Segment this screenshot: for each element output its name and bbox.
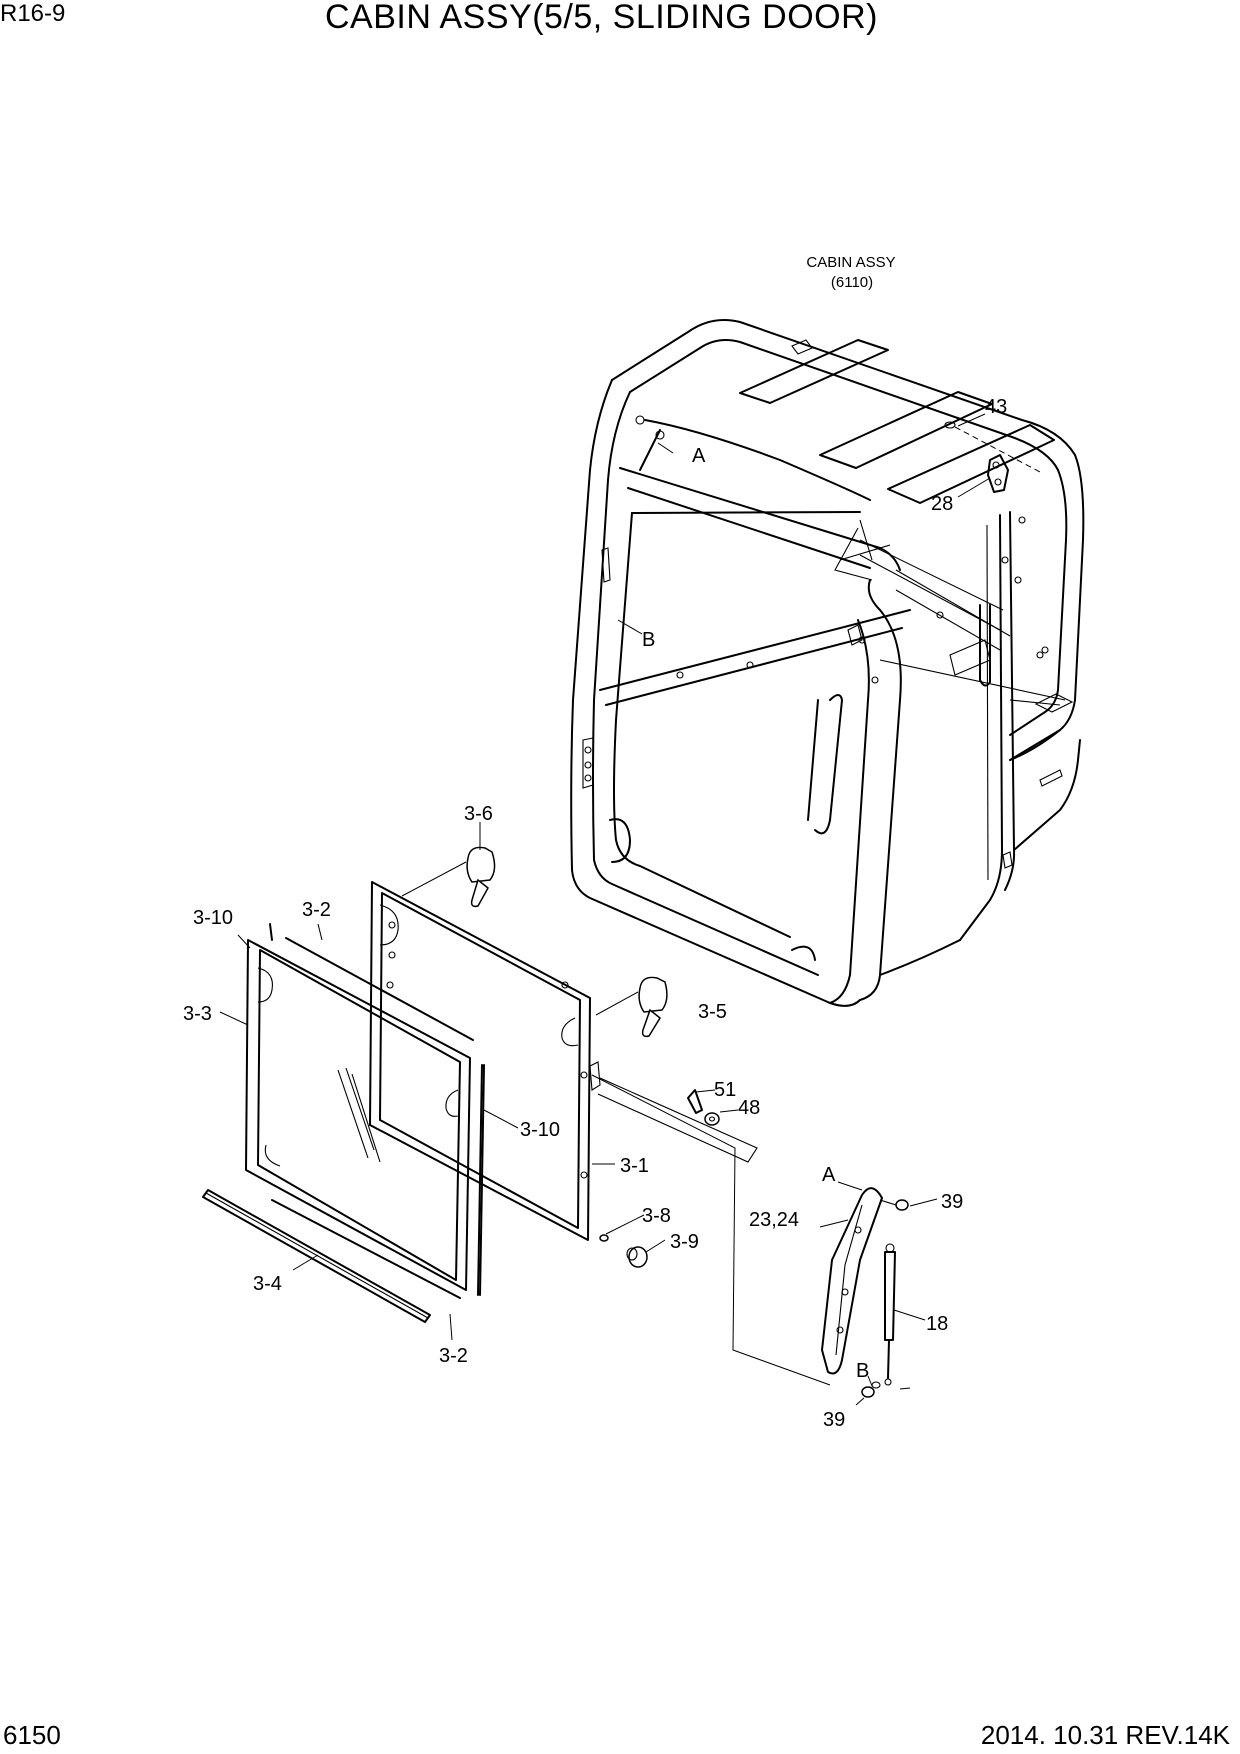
callout-28: 28 <box>931 493 953 515</box>
callout-3-3: 3-3 <box>183 1003 212 1025</box>
leader-lines <box>219 413 991 1406</box>
callout-3-2-bottom: 3-2 <box>439 1345 468 1367</box>
model-code: R16-9 <box>0 0 66 27</box>
washer-48-shape <box>704 1112 720 1126</box>
roller-parts <box>599 1234 648 1268</box>
washer-3-8-shape <box>599 1234 609 1242</box>
revision-date: 2014. 10.31 REV.14K <box>980 1720 1230 1750</box>
callout-39-bottom: 39 <box>823 1409 845 1431</box>
callout-A-top: A <box>692 445 706 467</box>
callout-3-2-top: 3-2 <box>302 899 331 921</box>
bolt-39b-shape <box>861 1386 875 1398</box>
callout-51: 51 <box>714 1079 736 1101</box>
callout-3-4: 3-4 <box>253 1273 282 1295</box>
page-title: CABIN ASSY(5/5, SLIDING DOOR) <box>325 0 878 36</box>
bolt-39a-shape <box>895 1199 909 1211</box>
callout-43: 43 <box>985 396 1007 418</box>
handles <box>401 846 668 1038</box>
callout-48: 48 <box>738 1097 760 1119</box>
callout-3-1: 3-1 <box>620 1155 649 1177</box>
handle-3-5-shape <box>638 976 668 1013</box>
page-number: 6150 <box>3 1720 61 1750</box>
callout-B-top: B <box>642 629 655 651</box>
gas-spring-18-shape <box>884 1251 896 1341</box>
callout-A-link: A <box>822 1164 836 1186</box>
bolt-43-shape <box>944 421 956 429</box>
pin-51-shape <box>687 1089 703 1114</box>
bracket-28-shape <box>987 454 1009 493</box>
link-plate-23-24-shape <box>821 1187 883 1375</box>
callout-3-9: 3-9 <box>670 1231 699 1253</box>
callout-B-link: B <box>856 1360 869 1382</box>
callout-3-8: 3-8 <box>642 1205 671 1227</box>
callout-23-24: 23,24 <box>749 1209 799 1231</box>
door-glass-3-3 <box>245 939 471 1291</box>
ref-cabin-assy-code: (6110) <box>831 274 873 291</box>
door-frame-3-1 <box>369 881 831 1386</box>
callout-3-5: 3-5 <box>698 1001 727 1023</box>
callout-3-10-top: 3-10 <box>193 907 233 929</box>
roller-3-9-shape <box>628 1246 648 1268</box>
link-assembly <box>821 1187 911 1398</box>
handle-3-6-shape <box>466 846 496 883</box>
callout-18: 18 <box>926 1313 948 1335</box>
cabin-frame <box>570 319 1085 1007</box>
ref-cabin-assy-name: CABIN ASSY <box>806 254 895 271</box>
rail-3-4-shape <box>202 1189 431 1323</box>
callout-39-top: 39 <box>941 1191 963 1213</box>
callout-3-6: 3-6 <box>464 803 493 825</box>
callout-3-10-mid: 3-10 <box>520 1119 560 1141</box>
pin-washer <box>597 1077 758 1163</box>
seal-strips <box>202 923 485 1323</box>
